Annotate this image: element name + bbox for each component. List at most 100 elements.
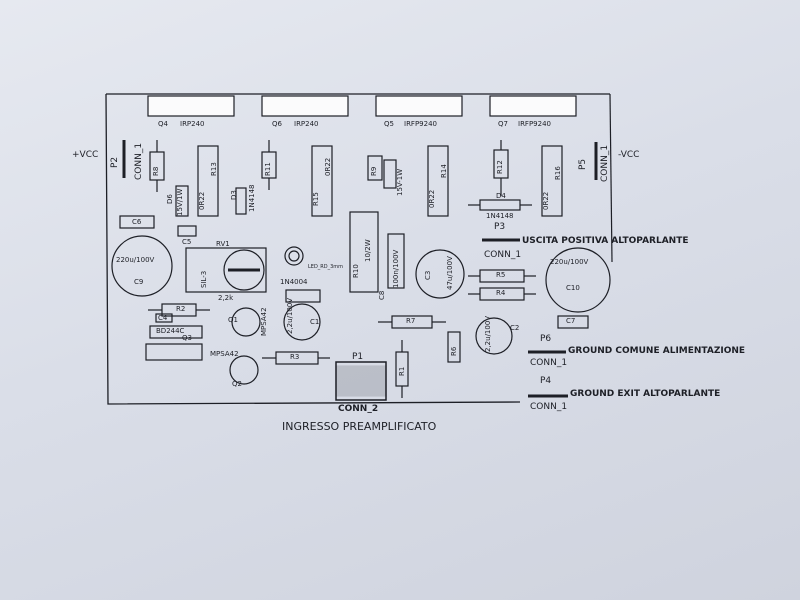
label-r14: R14 [440, 164, 448, 178]
label-vcc-plus: +VCC [72, 150, 99, 160]
label-rv-val: 2,2k [218, 294, 234, 302]
q3-body [145, 343, 203, 361]
label-p1: P1 [352, 352, 364, 362]
label-c4: C4 [158, 314, 168, 322]
label-conn1-right: CONN_1 [600, 144, 610, 182]
label-p4-conn: CONN_1 [530, 402, 568, 412]
p1-body [335, 361, 387, 401]
label-d4-val: 1N4148 [486, 212, 514, 220]
c6-body [119, 215, 155, 229]
c10-body [545, 247, 611, 313]
label-r15-val: 0R22 [324, 157, 332, 176]
label-c1: C1 [310, 318, 320, 326]
label-r12: R12 [496, 160, 504, 174]
label-c2: C2 [510, 324, 520, 332]
c3-body [415, 249, 465, 299]
r13-body [197, 145, 219, 217]
label-r13: R13 [210, 162, 218, 176]
label-d3: D3 [230, 190, 238, 200]
board-outline [105, 93, 521, 405]
label-uscita: USCITA POSITIVA ALTOPARLANTE [522, 236, 689, 246]
bd244c-body [149, 325, 203, 339]
label-p6-conn: CONN_1 [530, 358, 568, 368]
label-mpsa42-q2: MPSA42 [210, 350, 239, 358]
label-c10-val: 220u/100V [550, 258, 589, 266]
label-vcc-minus: -VCC [618, 150, 640, 160]
label-ground-comune: GROUND COMUNE ALIMENTAZIONE [568, 346, 746, 356]
label-d4: D4 [496, 192, 506, 200]
label-r16: R16 [554, 166, 562, 180]
label-p4: P4 [540, 376, 552, 386]
label-c5: C5 [182, 238, 192, 246]
label-d5-val: 15V-1W [396, 168, 404, 196]
label-q6: Q6 [272, 120, 282, 128]
c2-body [475, 317, 513, 355]
label-q1: Q1 [228, 316, 238, 324]
label-ingresso: INGRESSO PREAMPLIFICATO [282, 420, 437, 433]
label-r10: R10 [352, 264, 360, 278]
label-p6: P6 [540, 334, 552, 344]
label-c8: C8 [378, 290, 386, 300]
label-r9: R9 [370, 166, 378, 176]
label-r1: R1 [398, 366, 406, 376]
r16-body [541, 145, 563, 217]
label-r13-val: 0R22 [198, 191, 206, 210]
label-ground-exit: GROUND EXIT ALTOPARLANTE [570, 389, 721, 399]
label-r5: R5 [496, 271, 506, 279]
label-c1-val: 2,2u/100V [286, 297, 294, 334]
d6-body [175, 185, 189, 217]
r9-body [367, 155, 383, 181]
label-conn2: CONN_2 [338, 404, 379, 414]
r6-body [447, 331, 461, 363]
label-q4: Q4 [158, 120, 168, 128]
label-q3: Q3 [182, 334, 192, 342]
label-r7: R7 [406, 317, 416, 325]
label-led: LED_RD_3mm [308, 264, 344, 270]
label-r8: R8 [152, 166, 160, 176]
label-r14-val: 0R22 [428, 189, 436, 208]
r14-body [427, 145, 449, 217]
label-r4: R4 [496, 289, 506, 297]
label-r6: R6 [450, 346, 458, 356]
d4-body [479, 199, 521, 211]
c7-body [557, 315, 589, 329]
label-p2: P2 [110, 156, 120, 168]
label-rv-body: SIL-3 [200, 270, 208, 288]
label-conn1-left: CONN_1 [134, 142, 144, 180]
label-c6: C6 [132, 218, 142, 226]
label-rv1: RV1 [216, 240, 230, 248]
r15-body [311, 145, 333, 217]
c1-body [283, 303, 321, 341]
c8-body [387, 233, 405, 289]
d3-body [235, 187, 247, 215]
c5-body [177, 225, 197, 237]
label-c3: C3 [424, 270, 432, 280]
label-c7: C7 [566, 317, 576, 325]
c4-body [155, 313, 173, 323]
label-q4-type: IRP240 [180, 120, 205, 128]
label-c9-val: 220u/100V [116, 256, 155, 264]
label-r11: R11 [264, 162, 272, 176]
label-q7: Q7 [498, 120, 508, 128]
label-r2: R2 [176, 305, 186, 313]
q1-body [231, 307, 261, 337]
label-r10-val: 10/2W [364, 239, 372, 262]
q5-body [375, 95, 463, 117]
d1n4004-body [285, 289, 321, 303]
label-p5: P5 [578, 158, 588, 170]
label-c9: C9 [134, 278, 144, 286]
label-1n4004: 1N4004 [280, 278, 308, 286]
q7-body [489, 95, 577, 117]
label-q5: Q5 [384, 120, 394, 128]
label-p3: P3 [494, 222, 506, 232]
label-c8-val: 100n/100V [392, 249, 400, 288]
label-p3-conn: CONN_1 [484, 250, 522, 260]
label-c10: C10 [566, 284, 580, 292]
q6-body [261, 95, 349, 117]
d5-body [383, 159, 397, 189]
label-bd244c: BD244C [156, 327, 185, 335]
q4-body [147, 95, 235, 117]
label-d3-val: 1N4148 [248, 184, 256, 212]
